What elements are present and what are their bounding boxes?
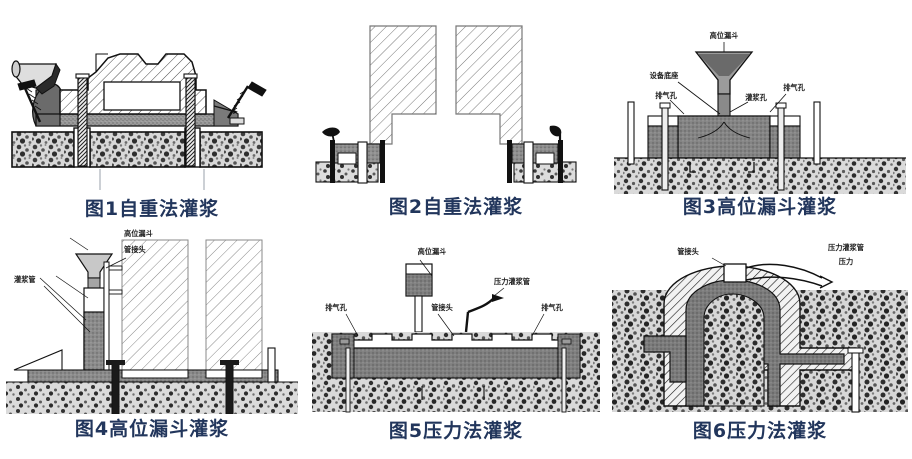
fig5-label-pressure-grout-pipe: 压力灌浆管	[494, 277, 530, 286]
figure-5-caption: 图5压力法灌浆	[388, 420, 524, 442]
figure-2: 图2自重法灌浆	[308, 14, 604, 224]
figure-2-drawing	[315, 25, 577, 184]
fig4-label-high-funnel: 高位漏斗	[124, 229, 153, 238]
fig3-label-equipment-base: 设备底座	[650, 71, 680, 80]
fig4-label-pipe-joint: 管接头	[124, 245, 146, 254]
fig5-label-vent-hole-right: 排气孔	[541, 303, 563, 312]
fig6-label-pipe-joint: 管接头	[677, 247, 699, 256]
figure-6: 管接头 压力灌浆管 压力 图6压力法灌浆	[608, 236, 912, 458]
fig3-label-high-funnel: 高位漏斗	[710, 31, 739, 40]
fig3-label-grout-hole: 灌浆孔	[745, 93, 767, 102]
fig3-label-vent-hole-left: 排气孔	[655, 91, 677, 100]
fig5-label-vent-hole-left: 排气孔	[325, 303, 347, 312]
fig5-label-pipe-joint: 管接头	[431, 303, 453, 312]
figure-2-caption: 图2自重法灌浆	[388, 196, 524, 218]
fig3-label-vent-hole-right: 排气孔	[783, 83, 805, 92]
fig6-label-pressure: 压力	[839, 257, 853, 266]
figure-5-drawing: 高位漏斗 排气孔 管接头 压力灌浆管 排气孔	[312, 247, 600, 413]
figure-3-caption: 图3高位漏斗灌浆	[682, 196, 838, 218]
fig6-label-pressure-grout-pipe: 压力灌浆管	[828, 243, 864, 252]
figure-3: 高位漏斗 设备底座 排气孔 灌浆孔 排气孔 图3高位漏斗灌浆	[608, 10, 912, 224]
figure-4-drawing: 高位漏斗 管接头 灌浆管	[6, 229, 298, 414]
figure-4-caption: 图4高位漏斗灌浆	[74, 418, 230, 440]
figure-1-drawing	[11, 53, 267, 190]
fig5-label-high-funnel: 高位漏斗	[418, 247, 447, 256]
figure-1-caption: 图1自重法灌浆	[84, 198, 220, 220]
fig4-label-grout-pipe: 灌浆管	[14, 275, 36, 284]
figure-6-caption: 图6压力法灌浆	[692, 420, 828, 442]
figure-6-drawing: 管接头 压力灌浆管 压力	[612, 243, 908, 413]
figure-5: 高位漏斗 排气孔 管接头 压力灌浆管 排气孔 图5压力法灌浆	[308, 236, 604, 458]
figure-3-drawing: 高位漏斗 设备底座 排气孔 灌浆孔 排气孔	[614, 31, 906, 194]
figure-1: 图1自重法灌浆	[0, 14, 304, 224]
figure-4: 高位漏斗 管接头 灌浆管 图4高位漏斗灌浆	[0, 228, 304, 458]
